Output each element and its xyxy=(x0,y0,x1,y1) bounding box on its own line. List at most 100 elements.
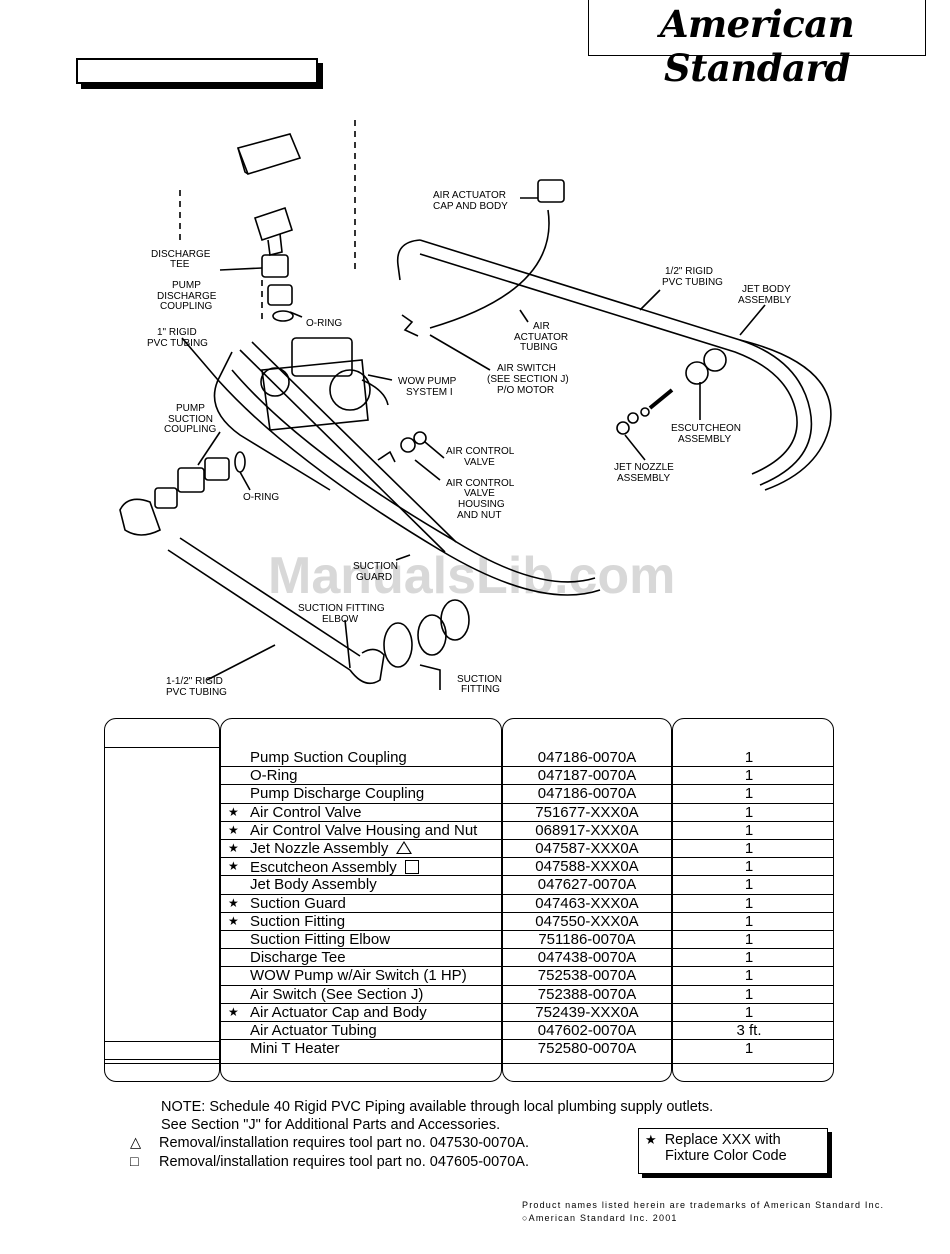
label-pump-suction: PUMP xyxy=(176,403,205,414)
part-name: WOW Pump w/Air Switch (1 HP) xyxy=(250,967,467,984)
section-tab xyxy=(76,58,318,84)
label-jet-nozzle: JET NOZZLE xyxy=(614,462,674,473)
label-acv-housing-4: AND NUT xyxy=(457,510,501,521)
part-name-text: Suction Fitting Elbow xyxy=(250,931,391,948)
label-rigid-half: 1/2" RIGID xyxy=(665,266,713,277)
part-name-text: Air Control Valve Housing and Nut xyxy=(250,821,478,839)
part-name-text: Discharge Tee xyxy=(250,949,346,967)
star-icon: ★ xyxy=(645,1132,657,1147)
col-key xyxy=(104,718,220,1082)
label-air-control-2: VALVE xyxy=(464,457,495,468)
part-name-text: Pump Discharge Coupling xyxy=(250,785,425,803)
footer-copyright: American Standard Inc. 2001 xyxy=(528,1213,678,1223)
square-icon: □ xyxy=(130,1154,139,1170)
part-name: Air Control Valve Housing and Nut xyxy=(250,822,477,839)
part-number: 752580-0070A xyxy=(537,1040,637,1058)
star-icon: ★ xyxy=(228,804,239,819)
part-name: Discharge Tee xyxy=(250,949,346,966)
part-number: 752439-XXX0A xyxy=(535,1003,639,1021)
label-air-actuator-cap: AIR ACTUATOR xyxy=(433,190,506,201)
legend-line-1: Replace XXX with xyxy=(664,1132,781,1148)
part-name: Air Actuator Tubing xyxy=(250,1022,377,1039)
part-name: O-Ring xyxy=(250,767,298,784)
copyright-icon: ○ xyxy=(522,1213,529,1223)
part-name-text: Air Control Valve xyxy=(250,803,362,821)
label-oring-top: O-RING xyxy=(306,318,342,329)
note-line-1: NOTE: Schedule 40 Rigid PVC Piping avail… xyxy=(161,1099,714,1115)
part-name: Suction Fitting Elbow xyxy=(250,931,390,948)
label-air-switch: AIR SWITCH xyxy=(497,363,556,374)
triangle-icon: △ xyxy=(130,1135,142,1151)
part-quantity: 1 xyxy=(744,749,754,766)
part-number: 047186-0070A xyxy=(537,749,637,766)
label-air-act-tubing: AIR xyxy=(533,321,550,332)
label-air-switch-2: (SEE SECTION J) xyxy=(487,374,569,385)
label-jet-nozzle-2: ASSEMBLY xyxy=(617,473,670,484)
star-icon: ★ xyxy=(228,913,239,928)
part-name-text: Air Switch (See Section J) xyxy=(250,985,424,1003)
table-row: WOW Pump w/Air Switch (1 HP) 752538-0070A… xyxy=(220,967,834,986)
label-acv-housing: AIR CONTROL xyxy=(446,478,515,489)
part-number: 751186-0070A xyxy=(538,931,636,948)
label-rigid-1in-2: PVC TUBING xyxy=(147,338,208,349)
part-number: 047463-XXX0A xyxy=(535,894,639,912)
diagram-svg: ManualsLib.com xyxy=(119,120,832,698)
footer: Product names listed herein are trademar… xyxy=(522,1199,884,1225)
label-suction-fitting: SUCTION xyxy=(457,674,502,685)
part-number: 047587-XXX0A xyxy=(535,840,639,857)
part-number: 047602-0070A xyxy=(537,1022,637,1039)
part-name: Air Control Valve xyxy=(250,804,361,821)
exploded-diagram: ManualsLib.com xyxy=(0,90,950,710)
label-escutcheon: ESCUTCHEON xyxy=(671,423,741,434)
label-rigid-1in: 1" RIGID xyxy=(157,327,197,338)
part-quantity: 1 xyxy=(744,1040,754,1058)
label-pump-discharge-3: COUPLING xyxy=(160,301,212,312)
part-name-text: Air Actuator Tubing xyxy=(250,1022,377,1039)
label-pump-suction-3: COUPLING xyxy=(164,424,216,435)
part-name-text: Mini T Heater xyxy=(250,1040,340,1058)
legend-box: ★ Replace XXX with Fixture Color Code xyxy=(638,1128,828,1174)
label-air-control: AIR CONTROL xyxy=(446,446,515,457)
part-quantity: 1 xyxy=(744,894,754,912)
label-rigid-112-2: PVC TUBING xyxy=(166,687,227,698)
footer-copyright-line: ○American Standard Inc. 2001 xyxy=(522,1212,884,1225)
table-divider xyxy=(104,1063,834,1064)
brand-logo: American Standard xyxy=(659,2,855,90)
label-suction-fitting-2: FITTING xyxy=(461,684,500,695)
note-line-2: See Section "J" for Additional Parts and… xyxy=(161,1117,501,1133)
part-quantity: 1 xyxy=(744,858,754,876)
part-quantity: 1 xyxy=(744,840,754,857)
part-name: Air Switch (See Section J) xyxy=(250,986,423,1003)
watermark: ManualsLib.com xyxy=(268,547,675,605)
label-acv-housing-2: VALVE xyxy=(464,488,495,499)
label-suction-guard: SUCTION xyxy=(353,561,398,572)
label-suction-elbow-2: ELBOW xyxy=(322,614,359,625)
part-name: Suction Guard xyxy=(250,895,346,912)
part-number: 752538-0070A xyxy=(537,967,637,985)
label-oring-bottom: O-RING xyxy=(243,492,279,503)
label-pump-discharge: PUMP xyxy=(172,280,201,291)
legend-line-2: Fixture Color Code xyxy=(665,1148,787,1164)
label-wow-pump: WOW PUMP xyxy=(398,376,457,387)
label-air-act-tubing-2: ACTUATOR xyxy=(514,332,568,343)
label-jet-body: JET BODY xyxy=(742,284,791,295)
square-icon xyxy=(404,860,419,875)
part-name-text: Suction Fitting xyxy=(250,912,346,930)
label-air-switch-3: P/O MOTOR xyxy=(497,385,554,396)
star-icon: ★ xyxy=(228,859,239,874)
label-pump-suction-2: SUCTION xyxy=(168,414,213,425)
star-icon: ★ xyxy=(228,841,239,855)
part-name: Jet Body Assembly xyxy=(250,876,377,893)
brand-logo-box: American Standard xyxy=(588,0,926,90)
